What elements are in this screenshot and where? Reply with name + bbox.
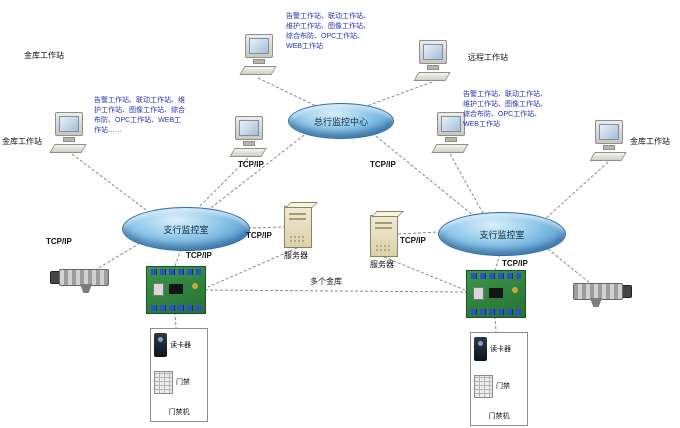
camera-body	[59, 269, 109, 286]
capacitor	[512, 287, 518, 293]
server-vents	[375, 244, 392, 252]
server-slot	[375, 227, 392, 229]
monitor-stand	[427, 65, 439, 70]
camera-mount	[80, 284, 92, 293]
door-label: 门禁	[496, 383, 510, 390]
tcpip-label-7: TCP/IP	[502, 259, 528, 268]
camera-mount	[590, 298, 602, 307]
screen	[423, 44, 443, 60]
card-reader-icon	[474, 337, 487, 361]
multi-vault-label: 多个金库	[310, 277, 342, 286]
station-label-mid-right: 金库工作站	[630, 137, 670, 146]
left-branch-room-cloud: 支行监控室	[122, 207, 250, 251]
stack-row: 门禁	[154, 370, 204, 394]
monitor-icon	[595, 120, 623, 144]
relay	[473, 287, 484, 300]
camera-body	[573, 283, 623, 300]
access-device-stack-left: 读卡器 门禁 门禁机	[150, 328, 208, 422]
monitor-stand	[603, 145, 615, 150]
stack-row: 门禁	[474, 374, 524, 398]
door-label: 门禁	[176, 379, 190, 386]
screen	[239, 120, 259, 136]
computer-icon-mid-right-inner	[431, 112, 470, 158]
tcpip-label-1: TCP/IP	[238, 160, 264, 169]
screen	[59, 116, 79, 132]
stack-caption: 门禁机	[488, 413, 510, 420]
right-branch-room-cloud: 支行监控室	[438, 212, 566, 256]
server-icon-left	[284, 206, 312, 248]
monitor-icon	[245, 34, 273, 58]
monitor-stand	[253, 59, 265, 64]
server-icon-right	[370, 215, 398, 257]
tcpip-label-4: TCP/IP	[246, 231, 272, 240]
chip	[489, 288, 503, 298]
tcpip-label-2: TCP/IP	[370, 160, 396, 169]
monitor-icon	[437, 112, 465, 136]
computer-icon-mid-left-outer	[49, 112, 88, 158]
annotation-left: 告警工作站、联动工作站、维护工作站、图像工作站、综合布防、OPC工作站、WEB工…	[94, 97, 185, 135]
server-label-left: 服务器	[284, 251, 308, 260]
tcpip-label-3: TCP/IP	[46, 237, 72, 246]
monitor-stand	[63, 137, 75, 142]
keyboard-icon	[229, 148, 267, 157]
server-vents	[289, 235, 306, 243]
terminal-block	[151, 269, 201, 275]
screen	[599, 124, 619, 140]
controller-board-icon-left	[146, 266, 206, 314]
annotation-right: 告警工作站、联动工作站、维护工作站、图像工作站、综合布防、OPC工作站、WEB工…	[463, 91, 547, 129]
annotation-top: 告警工作站、联动工作站、维护工作站、图像工作站、综合布防、OPC工作站、WEB工…	[286, 13, 370, 51]
stack-row: 读卡器	[154, 333, 204, 357]
screen	[441, 116, 461, 132]
server-slot	[375, 222, 392, 224]
keypad-icon	[154, 370, 173, 394]
center-network-cloud: 总行监控中心	[288, 103, 394, 139]
relay	[153, 283, 164, 296]
tcpip-label-6: TCP/IP	[400, 236, 426, 245]
card-reader-label: 读卡器	[170, 342, 191, 349]
station-label-top-right: 远程工作站	[468, 53, 508, 62]
terminal-block	[471, 273, 521, 279]
keyboard-icon	[239, 66, 277, 75]
stack-row: 读卡器	[474, 337, 524, 361]
access-device-stack-right: 读卡器 门禁 门禁机	[470, 332, 528, 426]
station-label-top-left: 金库工作站	[24, 51, 64, 60]
right-branch-room-label: 支行监控室	[479, 229, 525, 240]
monitor-stand	[445, 137, 457, 142]
computer-icon-mid-right-outer	[589, 120, 628, 166]
card-reader-label: 读卡器	[490, 346, 511, 353]
keyboard-icon	[431, 144, 469, 153]
monitor-stand	[243, 141, 255, 146]
stack-caption: 门禁机	[168, 409, 190, 416]
computer-icon-top-left	[239, 34, 278, 80]
keyboard-icon	[49, 144, 87, 153]
cctv-camera-icon-right	[566, 280, 632, 310]
monitor-icon	[235, 116, 263, 140]
computer-icon-top-right	[413, 40, 452, 86]
station-label-mid-left: 金库工作站	[2, 137, 42, 146]
cctv-camera-icon-left	[50, 266, 116, 296]
center-network-label: 总行监控中心	[313, 116, 368, 127]
server-slot	[289, 218, 306, 220]
terminal-block	[151, 305, 201, 311]
card-reader-icon	[154, 333, 167, 357]
chip	[169, 284, 183, 294]
monitor-icon	[419, 40, 447, 64]
terminal-block	[471, 309, 521, 315]
server-slot	[289, 213, 306, 215]
monitor-icon	[55, 112, 83, 136]
keyboard-icon	[589, 152, 627, 161]
controller-board-icon-right	[466, 270, 526, 318]
keypad-icon	[474, 374, 493, 398]
left-branch-room-label: 支行监控室	[163, 224, 209, 235]
server-label-right: 服务器	[370, 260, 394, 269]
computer-icon-mid-left-inner	[229, 116, 268, 162]
screen	[249, 38, 269, 54]
capacitor	[192, 283, 198, 289]
keyboard-icon	[413, 72, 451, 81]
tcpip-label-5: TCP/IP	[186, 251, 212, 260]
